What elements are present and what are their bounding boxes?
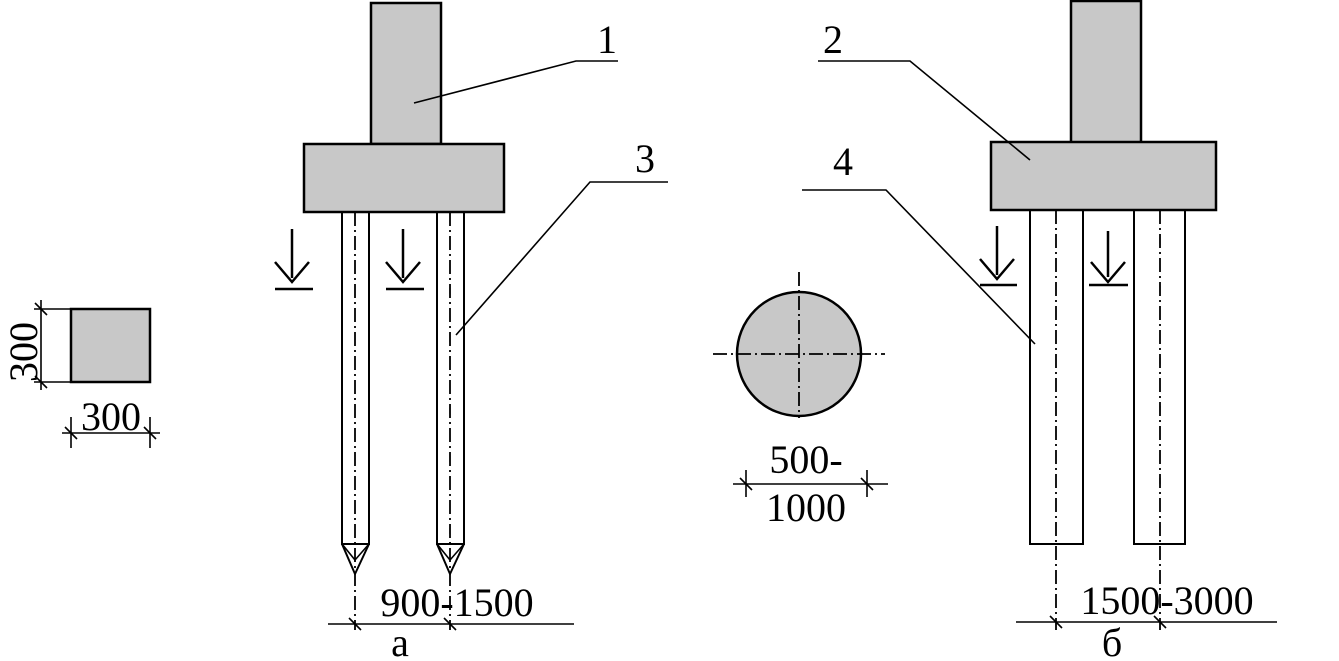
variant-b-label: б [1102, 620, 1122, 661]
square-pile-section: 300 300 [1, 300, 160, 448]
variant-a: 1 3 900-1500 а [274, 1, 668, 661]
circle-dia-tick-left [739, 477, 753, 491]
driven-pile-left [341, 211, 370, 630]
square-pile-cross-section [69, 307, 152, 384]
variant-b: 2 4 1500-3000 б [802, 0, 1277, 661]
spacing-a-tick-right [443, 617, 457, 631]
load-arrow-b-right [1089, 231, 1128, 287]
load-arrow-a-left [274, 229, 313, 291]
square-width-tick-left [64, 426, 78, 440]
callout-2-label: 2 [823, 17, 843, 62]
circle-dia-tick-right [860, 477, 874, 491]
square-height-tick-top [34, 302, 48, 316]
driven-pile-right [436, 211, 465, 630]
column-b [1069, 0, 1143, 145]
column-a [369, 1, 443, 146]
bored-pile-section: 500- 1000 [713, 272, 888, 530]
callout-3: 3 [455, 136, 668, 336]
variant-a-label: а [391, 620, 409, 661]
spacing-a-label: 900-1500 [380, 580, 533, 625]
callout-1: 1 [413, 17, 618, 104]
pile-cap-a [302, 142, 506, 214]
callout-1-label: 1 [597, 17, 617, 62]
square-width-label: 300 [81, 394, 141, 439]
callout-4: 4 [802, 139, 1036, 345]
load-arrow-a-right [385, 229, 424, 291]
callout-4-label: 4 [833, 139, 853, 184]
circle-dia-label-top: 500- [769, 437, 842, 482]
spacing-a-tick-left [348, 617, 362, 631]
square-height-label: 300 [1, 322, 46, 382]
bored-pile-left [1029, 209, 1084, 630]
load-arrow-b-left [979, 226, 1017, 287]
pile-cap-b [989, 140, 1218, 212]
square-height-tick-bottom [34, 375, 48, 389]
callout-2: 2 [818, 17, 1031, 161]
circle-dia-label-bottom: 1000 [766, 485, 846, 530]
spacing-b-label: 1500-3000 [1080, 578, 1253, 623]
callout-3-label: 3 [635, 136, 655, 181]
bored-pile-right [1133, 209, 1186, 630]
spacing-b-tick-right [1153, 615, 1167, 629]
square-width-tick-right [143, 426, 157, 440]
spacing-b-tick-left [1049, 615, 1063, 629]
